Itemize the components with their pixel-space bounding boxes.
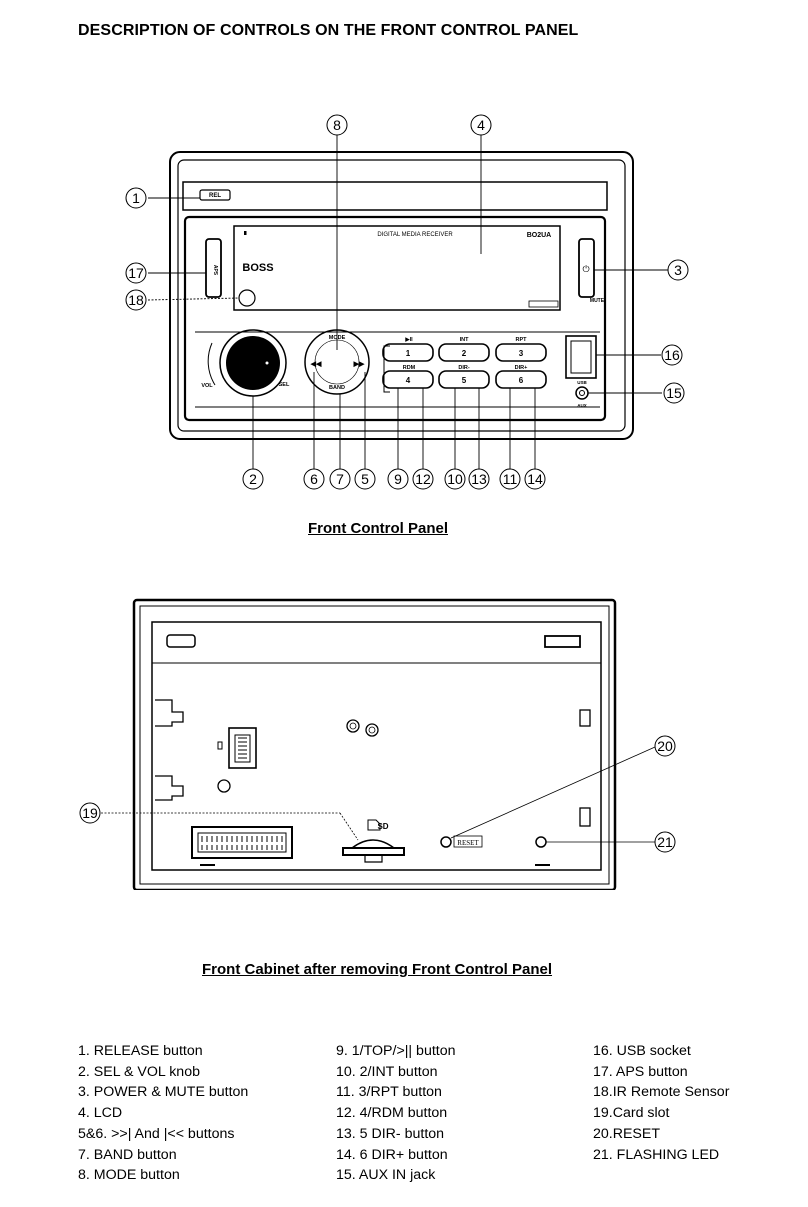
vol-label: VOL [201, 383, 213, 389]
callout-19: 19 [82, 805, 98, 821]
preset-button-6: 6 [519, 376, 524, 385]
list-item: 8. MODE button [78, 1167, 180, 1184]
list-item: 14. 6 DIR+ button [336, 1146, 448, 1163]
list-item: 3. POWER & MUTE button [78, 1084, 249, 1101]
list-item: 21. FLASHING LED [593, 1146, 720, 1163]
list-item: 17. APS button [593, 1063, 688, 1080]
mode-label: MODE [329, 335, 346, 341]
rel-label: REL [209, 193, 221, 199]
list-item: 4. LCD [78, 1105, 123, 1122]
callout-21: 21 [657, 834, 673, 850]
button-4-label: RDM [403, 365, 416, 371]
button-5-label: DIR- [458, 365, 469, 371]
list-item: 5&6. >>| And |<< buttons [78, 1125, 235, 1142]
legend-column-1: 1. RELEASE button 2. SEL & VOL knob 3. P… [78, 1041, 248, 1186]
callout-14: 14 [527, 471, 543, 487]
list-item: 19.Card slot [593, 1105, 670, 1122]
sel-label: SEL [279, 382, 290, 388]
brand-logo: BOSS [242, 262, 273, 274]
list-item: 12. 4/RDM button [336, 1105, 448, 1122]
band-label: BAND [329, 385, 345, 391]
callout-8: 8 [333, 117, 341, 133]
button-1-label: ▶II [404, 336, 413, 343]
callout-10: 10 [447, 471, 463, 487]
callout-13: 13 [471, 471, 487, 487]
preset-button-2: 2 [462, 349, 467, 358]
next-icon: ▶▶ [353, 361, 365, 368]
power-icon: ⏻ [582, 264, 589, 274]
callout-6: 6 [310, 471, 318, 487]
lcd-label: DIGITAL MEDIA RECEIVER [377, 232, 453, 238]
model-label: BO2UA [527, 232, 552, 239]
button-2-label: INT [460, 337, 470, 343]
callout-15: 15 [666, 385, 682, 401]
list-item: 1. RELEASE button [78, 1043, 203, 1059]
figure-2-caption: Front Cabinet after removing Front Contr… [202, 961, 553, 978]
list-item: 20.RESET [593, 1125, 661, 1142]
list-item: 18.IR Remote Sensor [593, 1084, 730, 1101]
callout-17: 17 [128, 265, 144, 281]
button-3-label: RPT [516, 337, 528, 343]
callout-2: 2 [249, 471, 257, 487]
callout-1: 1 [132, 190, 140, 206]
callout-4: 4 [477, 117, 485, 133]
callout-20: 20 [657, 738, 673, 754]
aps-label: APS [212, 265, 218, 276]
figure-1-caption: Front Control Panel [308, 520, 448, 537]
callout-7: 7 [336, 471, 344, 487]
list-item: 11. 3/RPT button [336, 1084, 442, 1101]
list-item: 9. 1/TOP/>|| button [336, 1043, 456, 1059]
mute-label: MUTE [590, 298, 605, 304]
prev-icon: ◀◀ [310, 361, 322, 368]
list-item: 15. AUX IN jack [336, 1167, 436, 1184]
list-item: 7. BAND button [78, 1146, 177, 1163]
callout-5: 5 [361, 471, 369, 487]
button-6-label: DIR+ [515, 365, 528, 371]
preset-button-1: 1 [406, 349, 411, 358]
sd-label: SD [377, 822, 388, 831]
list-item: 13. 5 DIR- button [336, 1125, 445, 1142]
list-item: 2. SEL & VOL knob [78, 1063, 200, 1080]
legend-column-3: 16. USB socket 17. APS button 18.IR Remo… [593, 1041, 729, 1165]
front-cabinet-diagram: 19 20 21 SD RESET [79, 598, 676, 890]
front-control-panel-diagram: REL DIGITAL MEDIA RECEIVER BO2UA BOSS AP… [125, 114, 689, 490]
reset-label: RESET [457, 839, 479, 847]
usb-label: USB [577, 380, 587, 385]
legend-column-2: 9. 1/TOP/>|| button 10. 2/INT button 11.… [336, 1041, 456, 1186]
callout-11: 11 [503, 471, 518, 487]
callout-18: 18 [128, 292, 144, 308]
callout-9: 9 [394, 471, 402, 487]
aux-label: AUX [577, 403, 587, 408]
preset-button-5: 5 [462, 376, 467, 385]
preset-button-4: 4 [406, 376, 411, 385]
list-item: 16. USB socket [593, 1043, 691, 1059]
callout-3: 3 [674, 262, 682, 278]
page-heading: DESCRIPTION OF CONTROLS ON THE FRONT CON… [78, 22, 579, 39]
preset-button-3: 3 [519, 349, 524, 358]
callout-12: 12 [415, 471, 431, 487]
callout-16: 16 [664, 347, 680, 363]
list-item: 10. 2/INT button [336, 1063, 438, 1080]
